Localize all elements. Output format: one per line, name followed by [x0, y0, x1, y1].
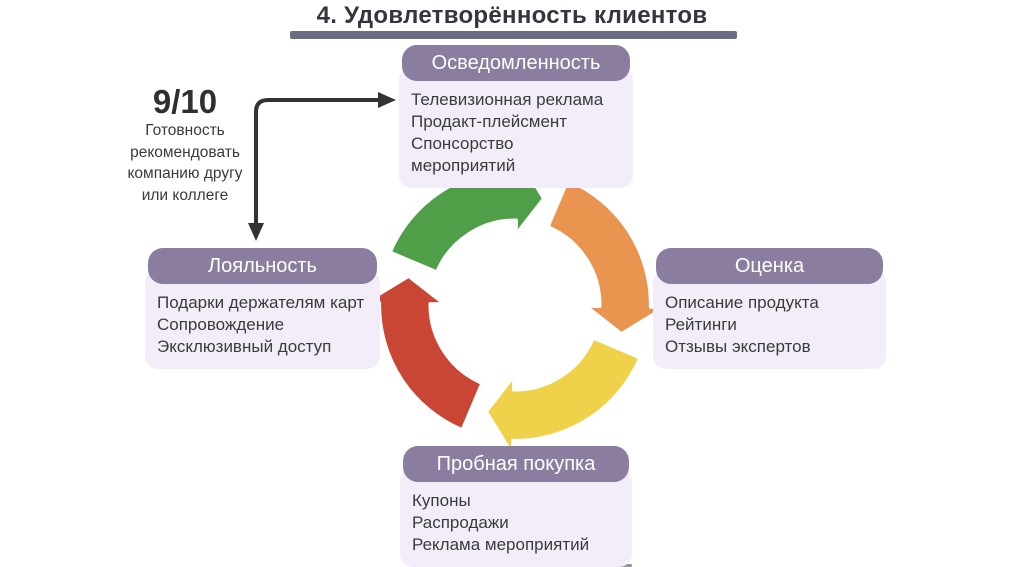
list-item: Распродажи	[412, 513, 509, 532]
node-loyalty-title: Лояльность	[148, 248, 377, 284]
list-item: Описание продукта	[665, 293, 819, 312]
node-awareness: Осведомленность Телевизионная реклама Пр…	[399, 45, 633, 188]
list-item: Сопровождение	[157, 315, 285, 334]
nps-score: 9/10	[152, 83, 218, 120]
loyalty-to-awareness-connector	[248, 92, 396, 241]
evaluation-arc-orange	[546, 178, 660, 335]
arrowhead-down-icon	[248, 223, 264, 241]
node-evaluation-body: Описание продукта Рейтинги Отзывы экспер…	[653, 270, 886, 369]
list-item: Спонсорство мероприятий	[411, 134, 516, 175]
node-loyalty: Лояльность Подарки держателям карт Сопро…	[145, 248, 380, 369]
node-awareness-body: Телевизионная реклама Продакт-плейсмент …	[399, 67, 633, 188]
node-trial-purchase-body: Купоны Распродажи Реклама мероприятий	[400, 468, 632, 567]
list-item: Рейтинги	[665, 315, 737, 334]
node-loyalty-body: Подарки держателям карт Сопровождение Эк…	[145, 270, 380, 369]
connector-line	[254, 98, 382, 227]
arrowhead-right-icon	[378, 92, 396, 108]
list-item: Подарки держателям карт	[157, 293, 365, 312]
nps-text-line: Готовность	[145, 122, 225, 139]
node-trial-purchase: Пробная покупка Купоны Распродажи Реклам…	[400, 446, 632, 567]
loyalty-arc-red	[370, 275, 484, 432]
list-item: Купоны	[412, 491, 471, 510]
list-item: Телевизионная реклама	[411, 90, 604, 109]
title-underline-bar	[290, 31, 737, 39]
nps-text-line: или коллеге	[141, 186, 229, 204]
list-item: Отзывы экспертов	[665, 337, 811, 356]
nps-text-line: рекомендовать	[130, 143, 240, 161]
list-item: Продакт-плейсмент	[411, 112, 568, 131]
node-evaluation: Оценка Описание продукта Рейтинги Отзывы…	[653, 248, 886, 369]
list-item: Реклама мероприятий	[412, 535, 590, 554]
nps-annotation: 9/10 Готовность рекомендовать компанию д…	[108, 84, 262, 206]
node-awareness-title: Осведомленность	[402, 45, 630, 81]
trial-arc-yellow	[485, 336, 642, 450]
list-item: Эксклюзивный доступ	[157, 337, 332, 356]
cycle-diagram	[370, 160, 660, 450]
node-trial-purchase-title: Пробная покупка	[403, 446, 629, 482]
nps-text-line: компанию другу	[127, 165, 243, 182]
page-title: 4. Удовлетворённость клиентов	[316, 2, 708, 29]
node-evaluation-title: Оценка	[656, 248, 883, 284]
